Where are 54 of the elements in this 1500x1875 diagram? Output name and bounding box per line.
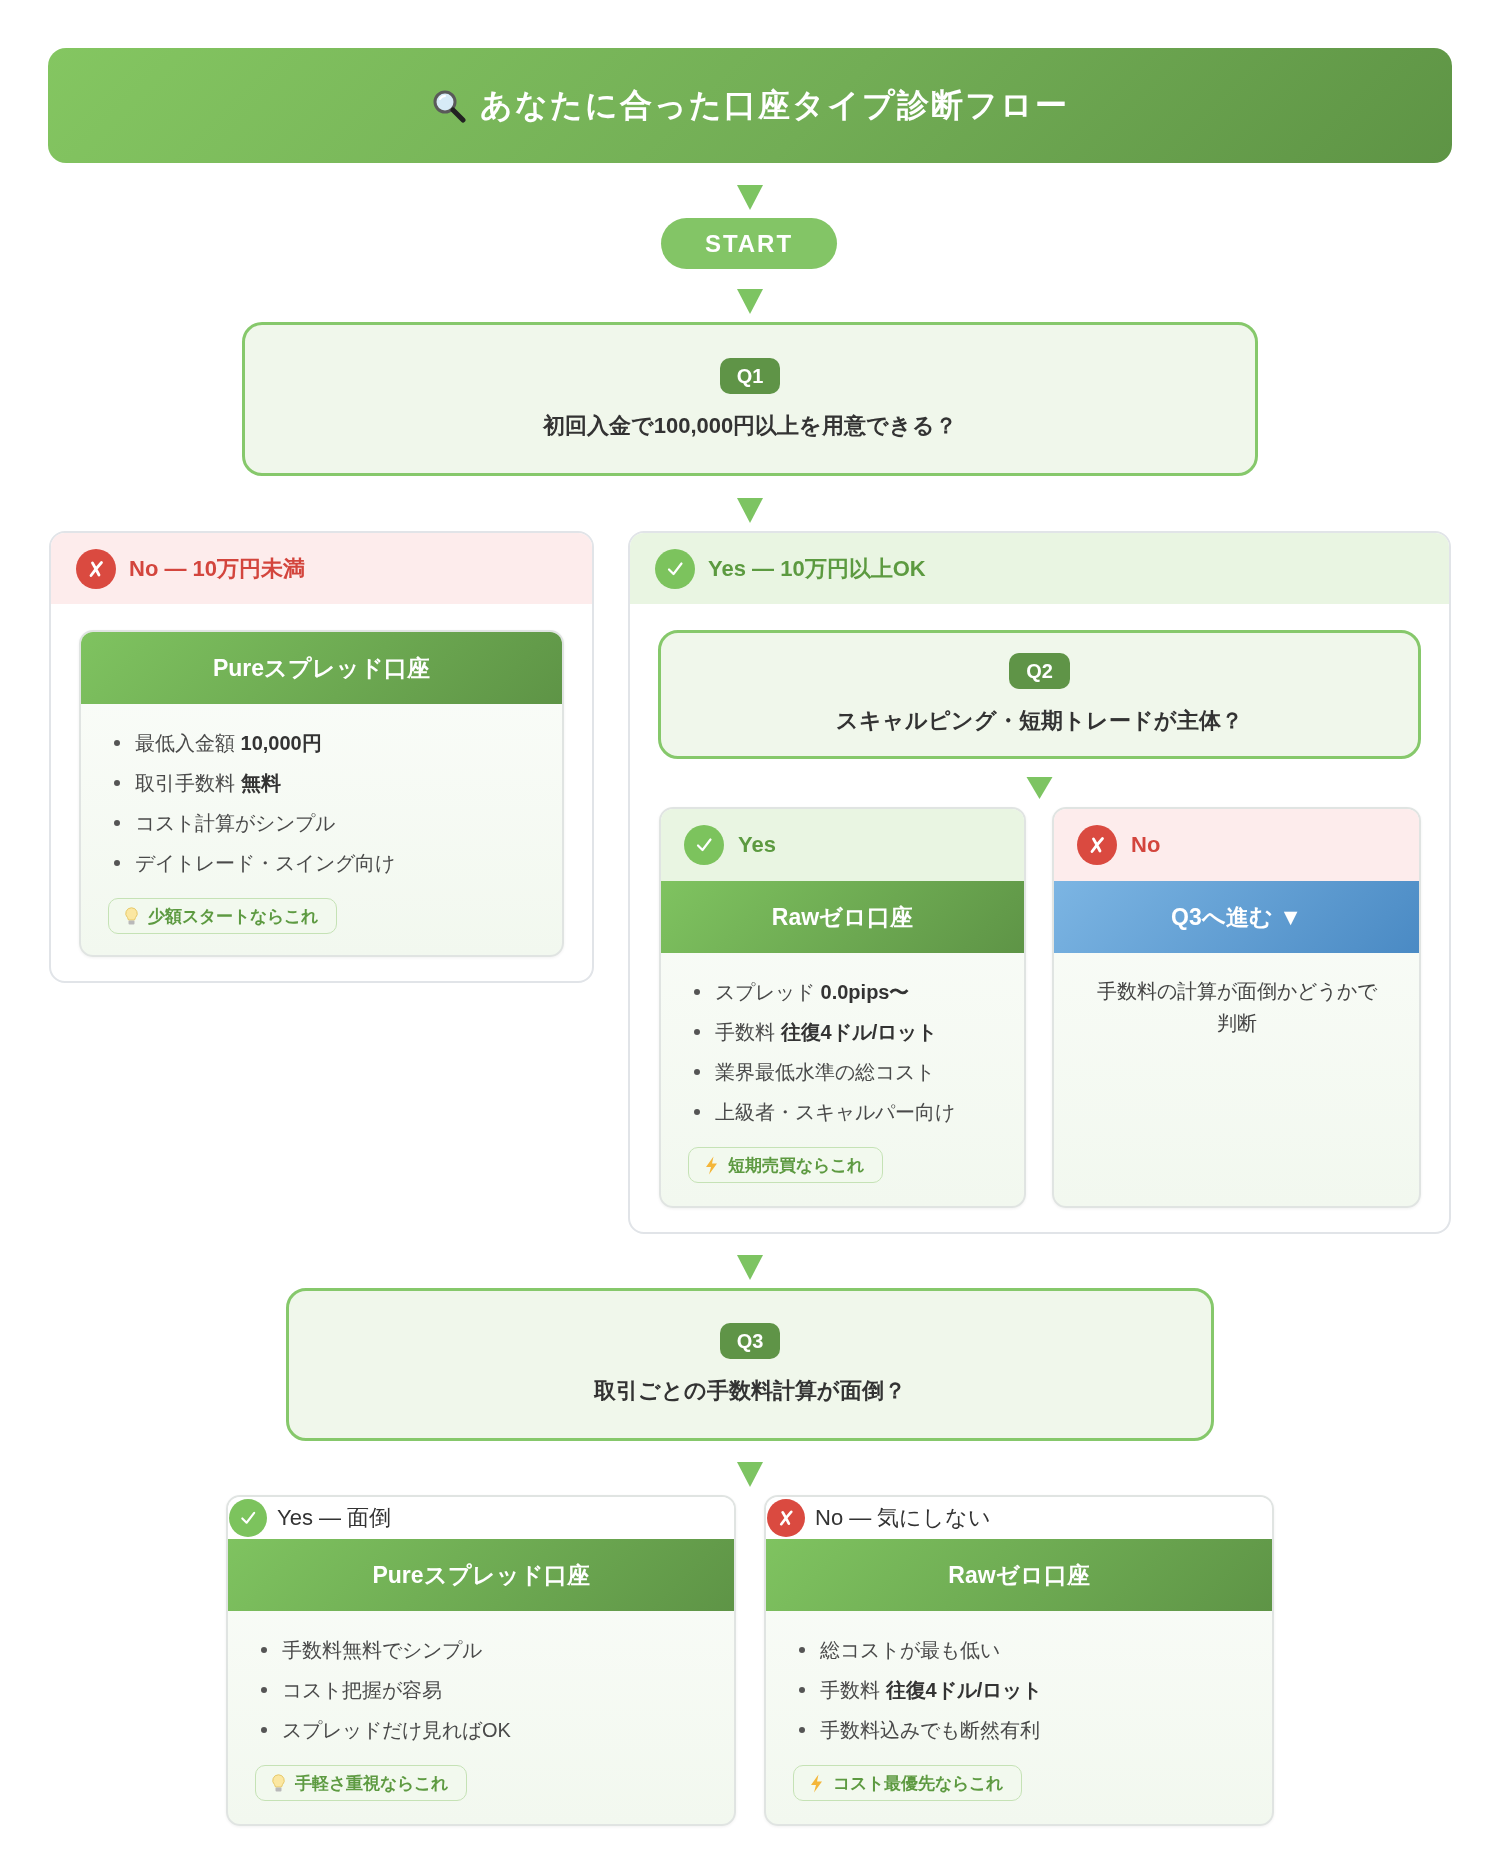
result-card [764,1495,1274,1826]
bullet-item: 手数料込みでも断然有利 [799,1715,1040,1745]
question-box [658,630,1421,759]
branch-label: No — 気にしない [815,1504,992,1532]
result-card [1052,807,1421,1208]
tag-text: コスト最優先ならこれ [833,1772,1003,1795]
tag-text: 短期売買ならこれ [728,1154,864,1177]
bullet-item: 業界最低水準の総コスト [694,1057,935,1087]
result-card [659,807,1026,1208]
flow-arrow [737,498,763,523]
bullet-item: 手数料 往復4ドル/ロット [694,1017,938,1047]
branch-label: Yes — 面倒 [277,1504,392,1532]
title-text: あなたに合った口座タイプ診断フロー [479,85,1069,125]
question-box [242,322,1258,476]
account-header: Rawゼロ口座 [661,881,1024,953]
note-text: 手数料の計算が面倒かどうかで判断 [1095,979,1378,1036]
bullet-item: 総コストが最も低い [799,1635,1000,1665]
flow-arrow [737,185,763,210]
bullet-item: デイトレード・スイング向け [114,848,395,878]
bullet-item: 上級者・スキャルパー向け [694,1097,955,1127]
start-terminal: START [661,218,837,269]
question-badge: Q3 [719,1323,781,1359]
bullet-item: コスト把握が容易 [261,1675,442,1705]
question-text: 取引ごとの手数料計算が面倒？ [594,1377,906,1405]
result-card [226,1495,736,1826]
branch-label: Yes [738,832,776,858]
branch-label: No — 10万円未満 [129,554,306,583]
flow-arrow [737,1255,763,1280]
redirect-header: Q3へ進む ▼ [1054,881,1419,953]
bullet-item: コスト計算がシンプル [114,808,335,838]
flow-arrow [1026,777,1053,799]
bullet-item: スプレッド 0.0pips〜 [694,977,910,1007]
question-text: 初回入金で100,000円以上を用意できる？ [542,411,958,440]
bullet-item: 手数料無料でシンプル [261,1635,482,1665]
question-badge: Q1 [719,357,781,394]
question-badge: Q2 [1009,653,1070,689]
account-header: Rawゼロ口座 [766,1539,1272,1611]
account-header: Pureスプレッド口座 [81,632,562,704]
question-text: スキャルピング・短期トレードが主体？ [836,707,1243,735]
bullet-item: スプレッドだけ見ればOK [261,1715,511,1745]
branch-panel [628,531,1451,1234]
flow-arrow [737,289,763,314]
bullet-item: 最低入金額 10,000円 [114,728,322,758]
branch-label: No [1131,832,1161,858]
bullet-item: 手数料 往復4ドル/ロット [799,1675,1043,1705]
tag-text: 手軽さ重視ならこれ [295,1772,448,1795]
bullet-item: 取引手数料 無料 [114,768,281,798]
tag-text: 少額スタートならこれ [148,905,318,928]
result-card [79,630,564,957]
flow-arrow [737,1462,763,1487]
question-box [286,1288,1214,1441]
branch-label: Yes — 10万円以上OK [708,554,926,583]
branch-panel [49,531,594,983]
account-header: Pureスプレッド口座 [228,1539,734,1611]
